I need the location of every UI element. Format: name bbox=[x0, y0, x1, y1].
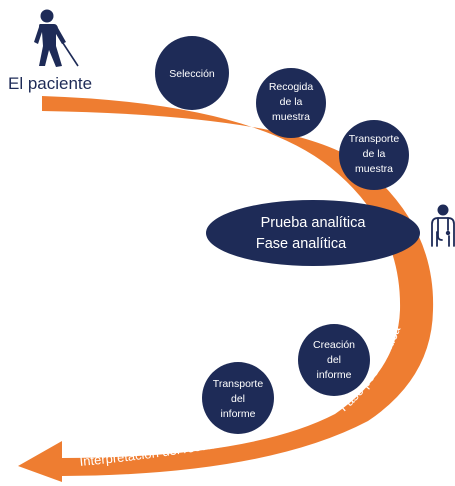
svg-text:Selección: Selección bbox=[169, 68, 215, 80]
svg-text:Creación: Creación bbox=[313, 339, 355, 351]
step-transporte-informe: Transporte del informe bbox=[202, 362, 274, 434]
patient-label: El paciente bbox=[8, 74, 92, 93]
step-transporte-muestra: Transporte de la muestra bbox=[339, 120, 409, 190]
svg-text:de la: de la bbox=[280, 96, 303, 108]
svg-text:Transporte: Transporte bbox=[349, 133, 400, 145]
doctor-with-stethoscope-icon bbox=[431, 204, 455, 247]
step-recogida-muestra: Recogida de la muestra bbox=[256, 68, 326, 138]
svg-text:muestra: muestra bbox=[355, 163, 393, 175]
analytic-phase-center: Prueba analítica Fase analítica bbox=[206, 200, 420, 266]
svg-text:del: del bbox=[327, 354, 341, 366]
svg-text:Transporte: Transporte bbox=[213, 378, 264, 390]
svg-text:Fase analítica: Fase analítica bbox=[256, 236, 347, 252]
blind-person-with-cane-icon bbox=[34, 9, 79, 67]
svg-text:informe: informe bbox=[316, 369, 351, 381]
svg-text:de la: de la bbox=[363, 148, 386, 160]
step-creacion-informe: Creación del informe bbox=[298, 324, 370, 396]
svg-text:informe: informe bbox=[220, 408, 255, 420]
svg-text:Prueba analítica: Prueba analítica bbox=[261, 215, 367, 231]
svg-text:Recogida: Recogida bbox=[269, 81, 314, 93]
svg-text:muestra: muestra bbox=[272, 111, 310, 123]
step-seleccion: Selección bbox=[155, 36, 229, 110]
process-flow-arrow bbox=[18, 96, 434, 482]
svg-text:del: del bbox=[231, 393, 245, 405]
